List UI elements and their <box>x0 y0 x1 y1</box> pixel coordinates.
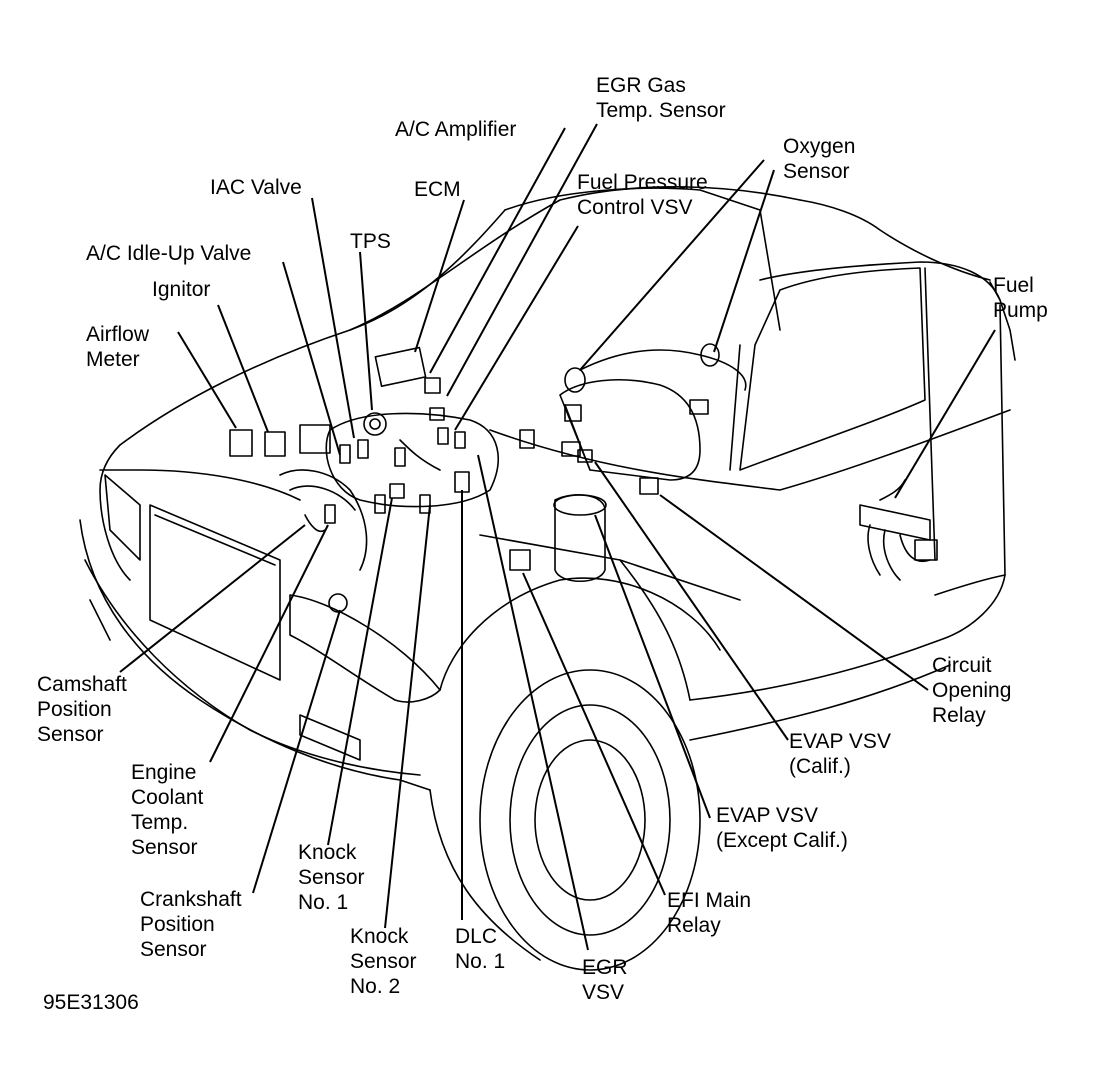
label-circuit-opening-relay: Circuit Opening Relay <box>932 653 1011 728</box>
label-evap-vsv-calif: EVAP VSV (Calif.) <box>789 729 891 779</box>
label-line: EGR Gas <box>596 74 686 97</box>
label-fuel-pressure-control-vsv: Fuel Pressure Control VSV <box>577 170 708 220</box>
label-ac-idle-up-valve: A/C Idle-Up Valve <box>86 241 251 266</box>
label-line: Sensor <box>140 938 207 961</box>
label-line: EFI Main <box>667 889 752 912</box>
label-line: Pump <box>993 299 1048 322</box>
label-oxygen-sensor: Oxygen Sensor <box>783 134 855 184</box>
label-line: Relay <box>932 704 986 727</box>
label-line: ECM <box>414 178 461 201</box>
label-line: (Calif.) <box>789 755 851 778</box>
label-ignitor: Ignitor <box>152 277 210 302</box>
label-line: VSV <box>582 981 625 1004</box>
label-ecm: ECM <box>414 177 461 202</box>
label-line: Sensor <box>37 723 104 746</box>
label-line: EGR <box>582 956 628 979</box>
label-line: Fuel <box>993 274 1034 297</box>
label-line: Knock <box>350 925 409 948</box>
label-line: TPS <box>350 230 391 253</box>
label-line: Relay <box>667 914 721 937</box>
label-line: Fuel Pressure <box>577 171 708 194</box>
label-crankshaft-position-sensor: Crankshaft Position Sensor <box>140 887 242 962</box>
label-fuel-pump: Fuel Pump <box>993 273 1048 323</box>
label-iac-valve: IAC Valve <box>210 175 302 200</box>
label-line: A/C Idle-Up Valve <box>86 242 252 265</box>
label-evap-vsv-except-calif: EVAP VSV (Except Calif.) <box>716 803 848 853</box>
label-knock-sensor-no1: Knock Sensor No. 1 <box>298 840 365 915</box>
label-line: No. 1 <box>455 950 506 973</box>
label-line: EVAP VSV <box>789 730 891 753</box>
label-egr-gas-temp-sensor: EGR Gas Temp. Sensor <box>596 73 726 123</box>
label-tps: TPS <box>350 229 391 254</box>
label-engine-coolant-temp-sensor: Engine Coolant Temp. Sensor <box>131 760 203 860</box>
label-line: Sensor <box>298 866 365 889</box>
label-egr-vsv: EGR VSV <box>582 955 628 1005</box>
label-line: Knock <box>298 841 357 864</box>
label-dlc-no1: DLC No. 1 <box>455 924 505 974</box>
label-line: Sensor <box>783 160 850 183</box>
label-ac-amplifier: A/C Amplifier <box>395 117 516 142</box>
label-line: Airflow <box>86 323 150 346</box>
leader-lines <box>119 123 996 951</box>
label-line: Position <box>140 913 215 936</box>
label-line: Ignitor <box>152 278 211 301</box>
truck-drawing <box>79 186 1016 971</box>
label-line: Position <box>37 698 112 721</box>
label-line: EVAP VSV <box>716 804 818 827</box>
label-line: Sensor <box>131 836 198 859</box>
label-line: Circuit <box>932 654 992 677</box>
label-camshaft-position-sensor: Camshaft Position Sensor <box>37 672 127 747</box>
label-line: IAC Valve <box>210 176 302 199</box>
label-line: Engine <box>131 761 197 784</box>
label-line: Control VSV <box>577 196 693 219</box>
label-line: Temp. <box>131 811 189 834</box>
figure-id-text: 95E31306 <box>43 991 139 1014</box>
label-airflow-meter: Airflow Meter <box>86 322 149 372</box>
label-line: Crankshaft <box>140 888 242 911</box>
label-line: Sensor <box>350 950 417 973</box>
label-line: Oxygen <box>783 135 856 158</box>
label-line: (Except Calif.) <box>716 829 848 852</box>
label-line: No. 2 <box>350 975 401 998</box>
label-line: A/C Amplifier <box>395 118 517 141</box>
label-line: No. 1 <box>298 891 349 914</box>
label-line: Temp. Sensor <box>596 99 726 122</box>
label-line: DLC <box>455 925 498 948</box>
label-knock-sensor-no2: Knock Sensor No. 2 <box>350 924 417 999</box>
label-line: Meter <box>86 348 140 371</box>
figure-id: 95E31306 <box>43 990 139 1015</box>
label-line: Opening <box>932 679 1012 702</box>
label-efi-main-relay: EFI Main Relay <box>667 888 751 938</box>
label-line: Camshaft <box>37 673 127 696</box>
label-line: Coolant <box>131 786 204 809</box>
